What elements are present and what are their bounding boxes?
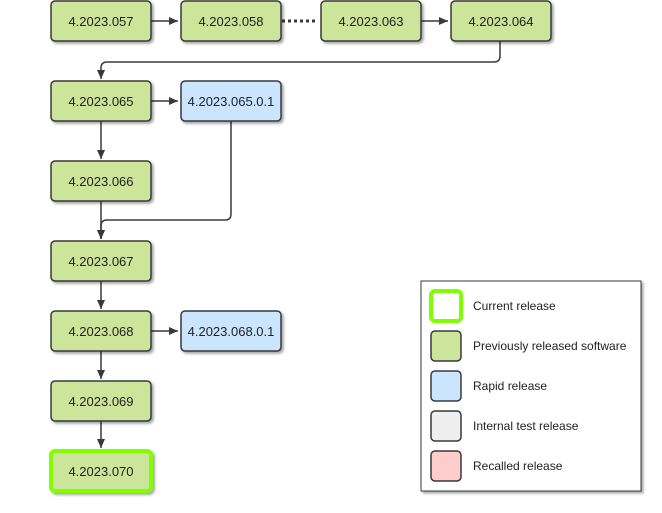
node-label: 4.2023.068.0.1 xyxy=(188,324,275,339)
node-box xyxy=(450,0,552,42)
legend-item-previous: Previously released software xyxy=(430,330,627,362)
legend-item-current: Current release xyxy=(429,289,556,323)
node-box xyxy=(50,240,152,282)
node-v065-rapid: 4.2023.065.0.1 xyxy=(180,80,282,122)
node-label: 4.2023.057 xyxy=(68,14,133,29)
legend-item-recalled: Recalled release xyxy=(430,450,563,482)
node-v070-current: 4.2023.070 xyxy=(49,449,153,493)
node-label: 4.2023.064 xyxy=(468,14,533,29)
node-v057: 4.2023.057 xyxy=(50,0,152,42)
legend-label: Recalled release xyxy=(473,459,563,473)
node-label: 4.2023.067 xyxy=(68,254,133,269)
legend-swatch xyxy=(430,330,462,362)
legend-swatch xyxy=(430,450,462,482)
legend-label: Previously released software xyxy=(473,339,627,353)
node-label: 4.2023.058 xyxy=(198,14,263,29)
node-box xyxy=(180,80,282,122)
legend-label: Current release xyxy=(473,299,556,313)
legend-swatch xyxy=(430,410,462,442)
edges xyxy=(97,17,501,448)
node-box xyxy=(50,0,152,42)
node-v065: 4.2023.065 xyxy=(50,80,152,122)
node-box xyxy=(180,310,282,352)
node-label: 4.2023.065.0.1 xyxy=(188,94,275,109)
node-v058: 4.2023.058 xyxy=(180,0,282,42)
node-v069: 4.2023.069 xyxy=(50,380,152,422)
node-box xyxy=(320,0,422,42)
node-v068: 4.2023.068 xyxy=(50,310,152,352)
node-v064: 4.2023.064 xyxy=(450,0,552,42)
legend-item-rapid: Rapid release xyxy=(430,370,547,402)
edge-064-065 xyxy=(97,41,501,79)
node-box xyxy=(50,80,152,122)
node-box xyxy=(49,449,153,493)
node-label: 4.2023.063 xyxy=(338,14,403,29)
node-label: 4.2023.068 xyxy=(68,324,133,339)
legend-item-internal: Internal test release xyxy=(430,410,579,442)
node-box xyxy=(50,160,152,202)
node-label: 4.2023.069 xyxy=(68,394,133,409)
node-box xyxy=(50,380,152,422)
node-v067: 4.2023.067 xyxy=(50,240,152,282)
legend-swatch xyxy=(429,289,463,323)
node-v066: 4.2023.066 xyxy=(50,160,152,202)
nodes: 4.2023.057 4.2023.058 4.2023.063 4.2023.… xyxy=(49,0,552,493)
node-v063: 4.2023.063 xyxy=(320,0,422,42)
node-label: 4.2023.070 xyxy=(68,464,133,479)
legend-label: Rapid release xyxy=(473,379,547,393)
node-box xyxy=(50,310,152,352)
node-v068-rapid: 4.2023.068.0.1 xyxy=(180,310,282,352)
node-label: 4.2023.065 xyxy=(68,94,133,109)
node-box xyxy=(180,0,282,42)
legend-swatch xyxy=(430,370,462,402)
node-label: 4.2023.066 xyxy=(68,174,133,189)
legend-label: Internal test release xyxy=(473,419,579,433)
legend: Current release Previously released soft… xyxy=(420,280,642,492)
